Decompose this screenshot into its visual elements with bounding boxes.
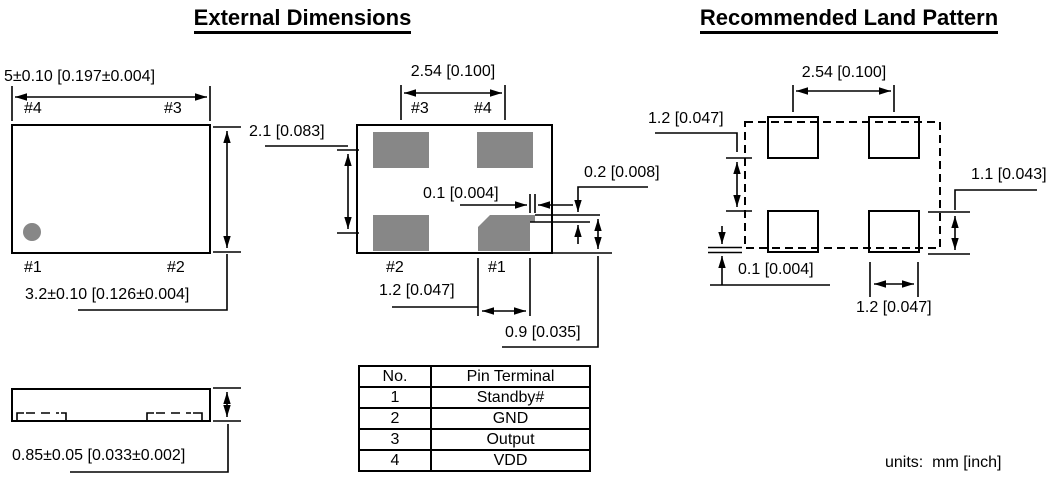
- pin-label-1-top-view: #1: [24, 259, 42, 276]
- dim-pad-width: 1.2 [0.047]: [379, 282, 455, 299]
- dim-pad-pitch-x: 2.54 [0.100]: [410, 63, 496, 80]
- pin-table-header-no: No.: [358, 365, 432, 388]
- pin-label-1-bottom-view: #1: [488, 259, 506, 276]
- land-pad-top-left: [767, 116, 819, 159]
- pad-2: [373, 215, 429, 251]
- section-title-land-pattern: Recommended Land Pattern: [680, 5, 1018, 34]
- dim-body-thickness: 0.85±0.05 [0.033±0.002]: [12, 447, 186, 464]
- pin-label-2-top-view: #2: [167, 259, 185, 276]
- dim-land-pad-width: 1.2 [0.047]: [856, 299, 932, 316]
- pin-label-2-bottom-view: #2: [386, 259, 404, 276]
- pin-label-3-bottom-view: #3: [411, 100, 429, 117]
- pin-function: Standby#: [430, 386, 591, 409]
- bottom-view-drawing: [265, 85, 648, 348]
- pin-number: 1: [358, 386, 432, 409]
- pin-table-header-terminal: Pin Terminal: [430, 365, 591, 388]
- land-pad-bottom-right: [868, 210, 920, 253]
- pin-number: 4: [358, 449, 432, 472]
- pin-function: GND: [430, 407, 591, 430]
- pad-3: [373, 132, 429, 168]
- pad-4: [477, 132, 533, 168]
- dim-body-width: 5±0.10 [0.197±0.004]: [4, 68, 156, 85]
- dim-land-pad-overhang: 0.1 [0.004]: [738, 261, 814, 278]
- dim-pad-height: 0.9 [0.035]: [505, 324, 581, 341]
- pin-number: 2: [358, 407, 432, 430]
- dim-pad-step: 0.2 [0.008]: [584, 164, 660, 181]
- pin-table-header-row: No. Pin Terminal: [358, 365, 591, 388]
- dim-pad-pitch-y: 2.1 [0.083]: [249, 123, 325, 140]
- side-view-drawing: [11, 387, 241, 473]
- pin-number: 3: [358, 428, 432, 451]
- land-pattern-drawing: [655, 85, 1037, 297]
- table-row: 3 Output: [358, 428, 591, 451]
- land-pad-bottom-left: [767, 210, 819, 253]
- pin-label-4-bottom-view: #4: [474, 100, 492, 117]
- package-footprint-outline: [744, 121, 941, 249]
- dim-land-gap-y: 1.2 [0.047]: [648, 110, 724, 127]
- pin-terminal-table: No. Pin Terminal 1 Standby# 2 GND 3 Outp…: [358, 365, 591, 472]
- pin-function: VDD: [430, 449, 591, 472]
- table-row: 1 Standby#: [358, 386, 591, 409]
- dim-land-pitch-x: 2.54 [0.100]: [801, 64, 887, 81]
- units-note: units: mm [inch]: [885, 454, 1002, 471]
- package-outline-bottom-view: [356, 124, 553, 254]
- pin-label-4-top-view: #4: [24, 100, 42, 117]
- land-pad-top-right: [868, 116, 920, 159]
- dim-body-height: 3.2±0.10 [0.126±0.004]: [25, 286, 190, 303]
- table-row: 4 VDD: [358, 449, 591, 472]
- package-outline-side-view: [11, 388, 211, 422]
- top-view-drawing: [11, 86, 241, 311]
- pin-function: Output: [430, 428, 591, 451]
- table-row: 2 GND: [358, 407, 591, 430]
- dim-land-pad-height: 1.1 [0.043]: [971, 166, 1047, 183]
- pin1-marker-dot: [23, 223, 41, 241]
- dim-pad-edge-gap: 0.1 [0.004]: [423, 185, 499, 202]
- pad-1-chamfered: [478, 215, 535, 251]
- section-title-external-dimensions: External Dimensions: [170, 5, 435, 34]
- pin-label-3-top-view: #3: [164, 100, 182, 117]
- package-outline-top-view: [11, 124, 211, 254]
